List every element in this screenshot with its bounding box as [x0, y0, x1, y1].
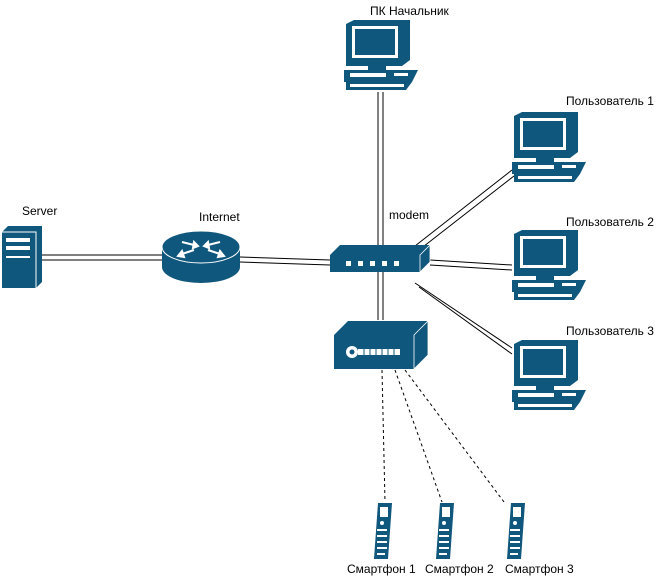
smartphone-icon [374, 503, 392, 559]
router-icon [161, 230, 241, 283]
desktop-computer-icon [512, 340, 586, 410]
modem-label: modem [389, 208, 429, 222]
internet-label: Internet [199, 210, 240, 224]
phone1-label: Смартфон 1 [347, 562, 416, 576]
wireless-links [381, 369, 505, 503]
server-label: Server [22, 204, 57, 218]
server-icon [2, 226, 42, 288]
connection-lines [42, 92, 515, 355]
phone3-label: Смартфон 3 [505, 562, 574, 576]
phone2-label: Смартфон 2 [425, 562, 494, 576]
smartphone-icon [507, 503, 525, 559]
modem-icon [330, 244, 431, 273]
boss-pc-label: ПК Начальник [370, 4, 450, 18]
user1-label: Пользователь 1 [566, 94, 654, 108]
desktop-computer-icon [344, 20, 418, 90]
wireless-access-point-icon [334, 320, 429, 370]
desktop-computer-icon [512, 230, 586, 300]
user3-label: Пользователь 3 [566, 324, 654, 338]
user2-label: Пользователь 2 [566, 215, 654, 229]
smartphone-icon [436, 503, 454, 559]
desktop-computer-icon [512, 112, 586, 182]
